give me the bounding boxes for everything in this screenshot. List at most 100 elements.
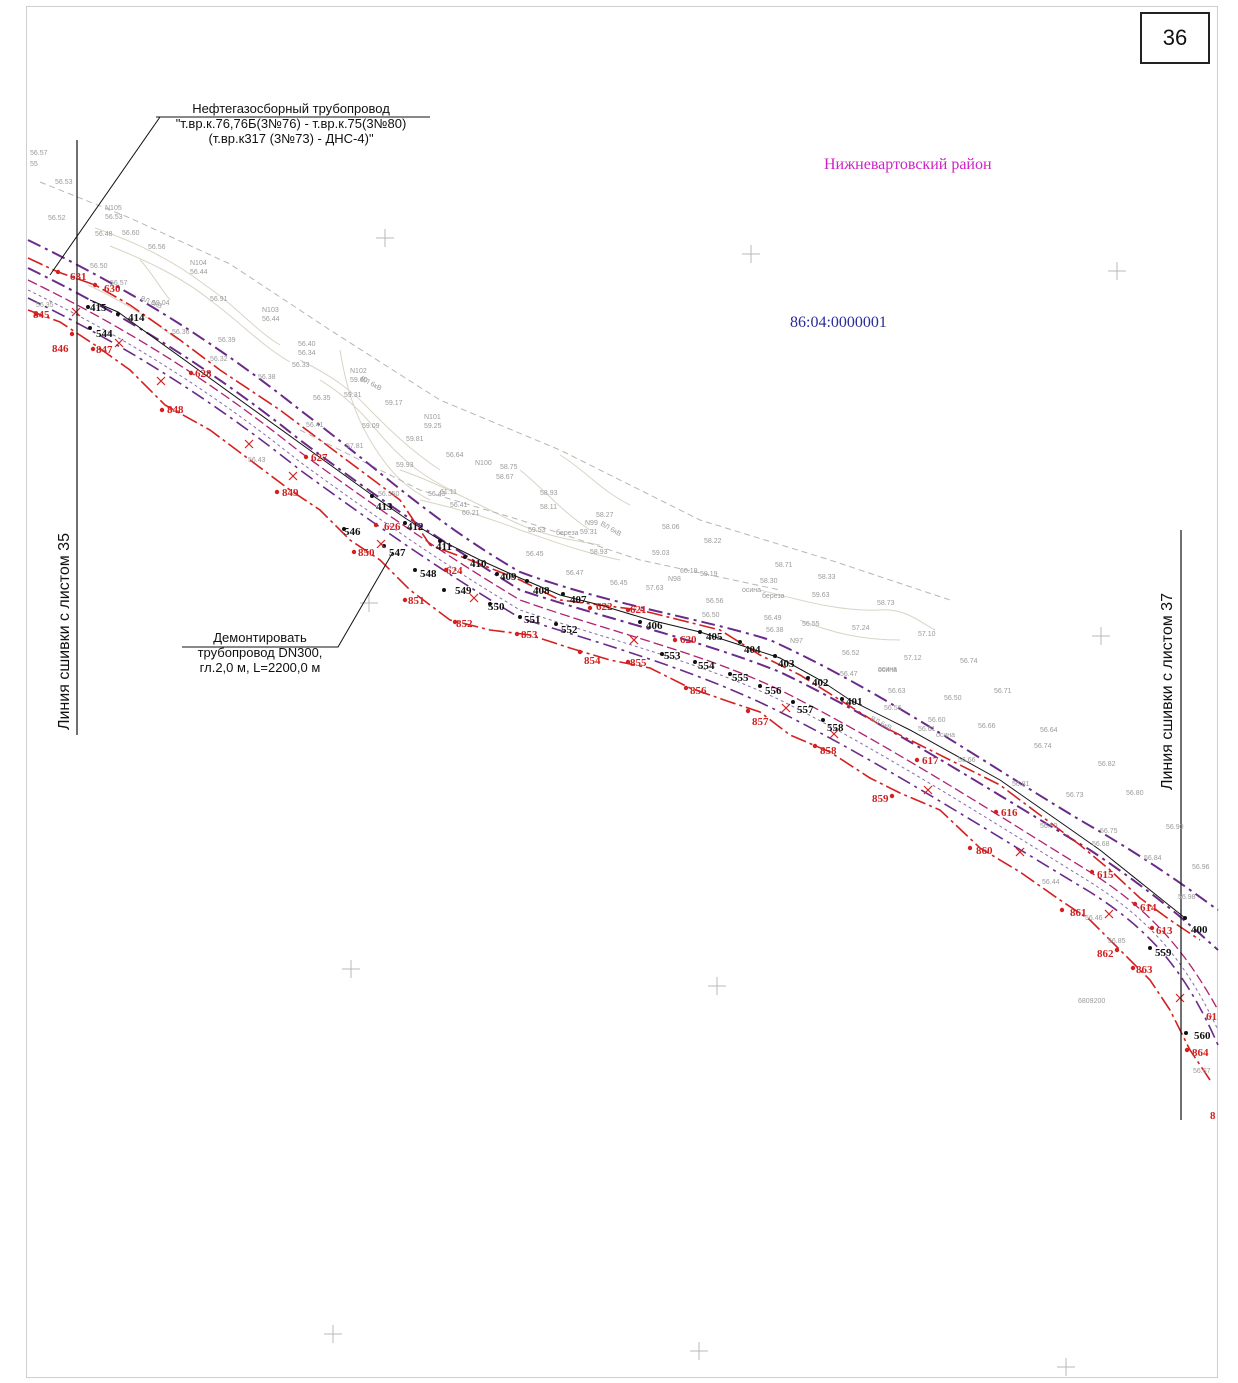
ground-label: 58.11 — [540, 504, 557, 511]
ground-label: 56.85 — [1108, 938, 1126, 945]
ground-label: 59.31 — [580, 529, 598, 536]
ground-label: 56.82 — [1098, 761, 1116, 768]
black-point-label: 403 — [778, 658, 795, 670]
red-point-label: 859 — [872, 793, 889, 805]
black-point-label: 546 — [344, 526, 361, 538]
ground-label: 56.44 — [1042, 879, 1060, 886]
ground-label: 59.63 — [812, 592, 830, 599]
red-point-label: 61 — [1206, 1011, 1217, 1023]
ground-label: 58.30 — [760, 578, 778, 585]
power-line-label: ВЛ 6кВ — [139, 295, 163, 310]
red-point-labels: 631 630 845 846 847 628 848 627 849 626 … — [33, 271, 1217, 1122]
ground-label: 56.53 — [55, 179, 73, 186]
red-point-label: 614 — [1140, 902, 1157, 914]
ground-label: 60.19 — [680, 568, 698, 575]
ground-label: 56.50 — [944, 695, 962, 702]
dismantle-callout: Демонтировать трубопровод DN300, гл.2,0 … — [180, 630, 340, 675]
ground-label: N100 — [475, 460, 492, 467]
ground-label: 56.84 — [1144, 855, 1162, 862]
ground-label: N102 — [350, 368, 367, 375]
ground-label: 56.35 — [313, 395, 331, 402]
red-point-label: 850 — [358, 547, 375, 559]
dismantle-callout-line1: Демонтировать — [213, 630, 307, 645]
vegetation-label: осина — [878, 667, 897, 674]
ground-label: 56.35 — [36, 302, 54, 309]
red-point-label: 8 — [1210, 1110, 1216, 1122]
ground-label: 58.75 — [500, 464, 518, 471]
ground-label: 56.32 — [210, 356, 228, 363]
red-point-label: 621 — [630, 604, 647, 616]
dismantle-callout-line2: трубопровод DN300, — [197, 645, 323, 660]
black-point-label: 544 — [96, 328, 113, 340]
ground-label: N103 — [262, 307, 279, 314]
dismantle-callout-line3: гл.2,0 м, L=2200,0 м — [199, 660, 321, 675]
red-point-label: 852 — [456, 618, 473, 630]
callout-leaders — [49, 116, 430, 648]
ground-label: 56.53 — [105, 214, 123, 221]
red-point-label: 864 — [1192, 1047, 1209, 1059]
ground-label: 58.73 — [877, 600, 895, 607]
red-point-label: 620 — [680, 634, 697, 646]
ground-label: 59.04 — [152, 300, 170, 307]
ground-label: 56.91 — [210, 296, 228, 303]
ground-label: 56.46 — [1085, 915, 1103, 922]
ground-label: 56.98 — [1178, 894, 1196, 901]
red-point-label: 847 — [96, 344, 113, 356]
ground-label: 56.63 — [888, 688, 906, 695]
grid-crosses — [324, 229, 1126, 1376]
ground-label: 56.74 — [1034, 743, 1052, 750]
black-point-label: 547 — [389, 547, 406, 559]
black-point-label: 406 — [646, 620, 663, 632]
ground-label: 56.81 — [1012, 781, 1030, 788]
black-point-label: 404 — [744, 644, 761, 656]
ground-label: N101 — [424, 414, 441, 421]
ground-label: 56.47 — [840, 671, 858, 678]
red-point-label: 628 — [195, 368, 212, 380]
black-point-label: 556 — [765, 685, 782, 697]
ground-label: 57.63 — [646, 585, 664, 592]
ground-label: 59.60 — [350, 377, 368, 384]
red-point-label: 856 — [690, 685, 707, 697]
ground-label: 56.48 — [95, 231, 113, 238]
red-point-label: 613 — [1156, 925, 1173, 937]
red-point-label: 861 — [1070, 907, 1087, 919]
red-point-label: 854 — [584, 655, 601, 667]
black-survey-path — [89, 299, 1186, 919]
ground-label: 56.47 — [566, 570, 584, 577]
red-point-label: 622 — [596, 601, 613, 613]
ground-label: 56.68 — [1092, 841, 1110, 848]
red-point-label: 846 — [52, 343, 69, 355]
red-x-marks — [71, 307, 1185, 1003]
ground-label: N98 — [668, 576, 681, 583]
sheet-number: 36 — [1162, 25, 1188, 50]
ground-label: 58.06 — [662, 524, 680, 531]
pipeline-callout-line1: Нефтегазосборный трубопровод — [192, 101, 390, 116]
ground-label: 59.53 — [528, 527, 546, 534]
ground-label: 56.90 — [1166, 824, 1184, 831]
pipeline-callout-line2: "т.вр.к.76,76Б(3№76) - т.вр.к.75(3№80) — [175, 116, 407, 131]
join-line-left-label: Линия сшивки с листом 35 — [56, 533, 73, 730]
ground-label: 56.44 — [190, 269, 208, 276]
vegetation-label: осина — [936, 732, 955, 739]
black-point-label: 407 — [570, 594, 587, 606]
ground-label: 56.38 — [766, 627, 784, 634]
ground-label: 56.60 — [928, 717, 946, 724]
black-point-label: 412 — [407, 521, 424, 533]
black-point-label: 557 — [797, 704, 814, 716]
ground-label: 55 — [30, 161, 38, 168]
black-point-label: 552 — [561, 624, 578, 636]
black-point-label: 551 — [524, 614, 541, 626]
red-point-label: 851 — [408, 595, 425, 607]
ground-label: 56.66 — [978, 723, 996, 730]
red-point-label: 617 — [922, 755, 939, 767]
ground-label: 56.56 — [706, 598, 724, 605]
ground-label: 56.64 — [1040, 727, 1058, 734]
black-point-label: 400 — [1191, 924, 1208, 936]
black-point-label: 555 — [732, 672, 749, 684]
ground-label: 58.71 — [775, 562, 793, 569]
power-line-label: ВЛ 6кВ — [599, 521, 622, 539]
red-point-label: 631 — [70, 271, 87, 283]
ground-label: 59.81 — [406, 436, 424, 443]
red-allotment-boundary — [27, 257, 1211, 1081]
